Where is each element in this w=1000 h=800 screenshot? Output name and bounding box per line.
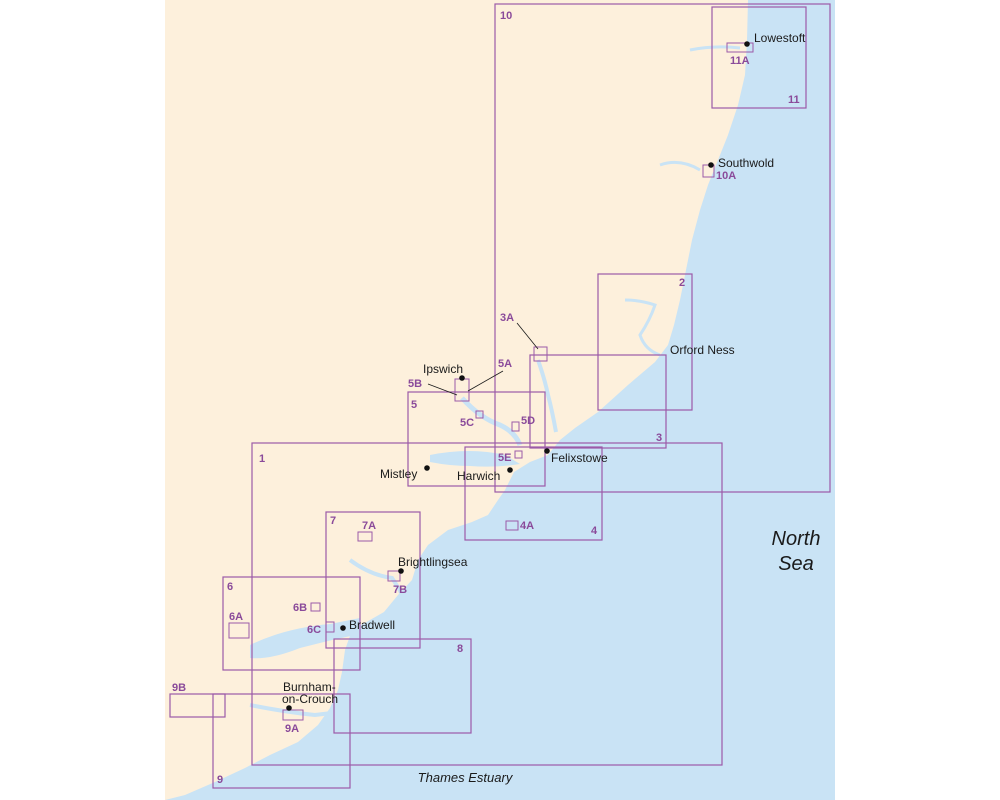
southwold-dot	[708, 162, 714, 168]
leader-3A	[516, 322, 539, 350]
area-7A-label: 7A	[362, 520, 376, 532]
river-crouch	[249, 703, 341, 718]
area-10-label: 10	[500, 10, 512, 22]
harwich-label: Harwich	[457, 469, 500, 483]
area-4A-label: 4A	[520, 520, 534, 532]
area-11-label: 11	[788, 94, 800, 106]
area-3-frame[interactable]	[529, 354, 667, 449]
area-5D-frame[interactable]	[511, 421, 520, 432]
area-5C-label: 5C	[460, 417, 474, 429]
ipswich-label: Ipswich	[423, 362, 463, 376]
bradwell-label: Bradwell	[349, 618, 395, 632]
southwold-label: Southwold	[718, 156, 774, 170]
harwich-dot	[507, 467, 513, 473]
area-2-label: 2	[679, 277, 685, 289]
leader-5A	[467, 370, 504, 392]
brightlingsea-label: Brightlingsea	[398, 555, 468, 569]
area-7A-frame[interactable]	[357, 531, 373, 542]
area-6C-label: 6C	[307, 624, 321, 636]
area-7-frame[interactable]	[325, 511, 421, 649]
area-1-frame[interactable]	[251, 442, 723, 766]
felixstowe-dot	[544, 448, 550, 454]
area-5-frame[interactable]	[407, 391, 546, 487]
river-waveney	[689, 45, 741, 52]
north-sea-label-line2: Sea	[778, 553, 814, 575]
area-6A-frame[interactable]	[228, 622, 250, 639]
burnham-dot	[286, 705, 292, 711]
leader-5B	[427, 383, 458, 396]
burnham-label-line2: on-Crouch	[282, 692, 338, 706]
north-sea-label-line1: North	[772, 528, 821, 550]
river-colne	[348, 558, 407, 601]
area-6B-frame[interactable]	[310, 602, 321, 612]
area-5B-label: 5B	[408, 378, 422, 390]
area-10-frame[interactable]	[494, 3, 831, 493]
river-deben	[536, 359, 558, 433]
river-blackwater	[250, 618, 360, 659]
burnham-label-line1: Burnham-	[283, 680, 336, 694]
area-9B-frame[interactable]	[169, 693, 226, 718]
mistley-label: Mistley	[380, 467, 417, 481]
area-11-frame[interactable]	[711, 6, 807, 109]
area-9-frame[interactable]	[212, 693, 351, 789]
mistley-dot	[424, 465, 430, 471]
bradwell-dot	[340, 625, 346, 631]
ipswich-dot	[459, 375, 465, 381]
area-9-label: 9	[217, 774, 223, 786]
area-4-frame[interactable]	[464, 446, 603, 541]
orford-ness-label: Orford Ness	[670, 343, 735, 357]
area-9A-label: 9A	[285, 723, 299, 735]
area-4A-frame[interactable]	[505, 520, 519, 531]
area-8-frame[interactable]	[333, 638, 472, 734]
land-area	[165, 0, 748, 800]
area-6A-label: 6A	[229, 611, 243, 623]
area-6-frame[interactable]	[222, 576, 361, 671]
area-3-label: 3	[656, 432, 662, 444]
area-2-frame[interactable]	[597, 273, 693, 411]
thames-estuary-label: Thames Estuary	[418, 770, 514, 785]
river-orwell	[460, 396, 523, 446]
river-ore	[624, 298, 661, 357]
area-3A-frame[interactable]	[533, 346, 548, 362]
area-11A-frame[interactable]	[726, 42, 754, 53]
area-1-label: 1	[259, 453, 265, 465]
area-5E-label: 5E	[498, 452, 511, 464]
lowestoft-label: Lowestoft	[754, 31, 806, 45]
area-7-label: 7	[330, 515, 336, 527]
area-10A-label: 10A	[716, 170, 736, 182]
area-5-label: 5	[411, 399, 417, 411]
lowestoft-dot	[744, 41, 750, 47]
area-9B-label: 9B	[172, 682, 186, 694]
area-9A-frame[interactable]	[282, 709, 304, 721]
felixstowe-label: Felixstowe	[551, 451, 608, 465]
area-5D-label: 5D	[521, 415, 535, 427]
area-11A-label: 11A	[730, 55, 750, 67]
area-6C-frame[interactable]	[325, 621, 335, 633]
area-6-label: 6	[227, 581, 233, 593]
area-5A-label: 5A	[498, 358, 512, 370]
area-7B-label: 7B	[393, 584, 407, 596]
river-blyth	[659, 160, 701, 172]
area-7B-frame[interactable]	[387, 570, 401, 582]
area-8-label: 8	[457, 643, 463, 655]
area-4-label: 4	[591, 525, 598, 537]
area-3A-label: 3A	[500, 312, 514, 324]
area-5E-frame[interactable]	[514, 450, 523, 459]
area-5C-frame[interactable]	[475, 410, 484, 419]
river-stour	[430, 451, 520, 467]
area-6B-label: 6B	[293, 602, 307, 614]
brightlingsea-dot	[398, 568, 404, 574]
